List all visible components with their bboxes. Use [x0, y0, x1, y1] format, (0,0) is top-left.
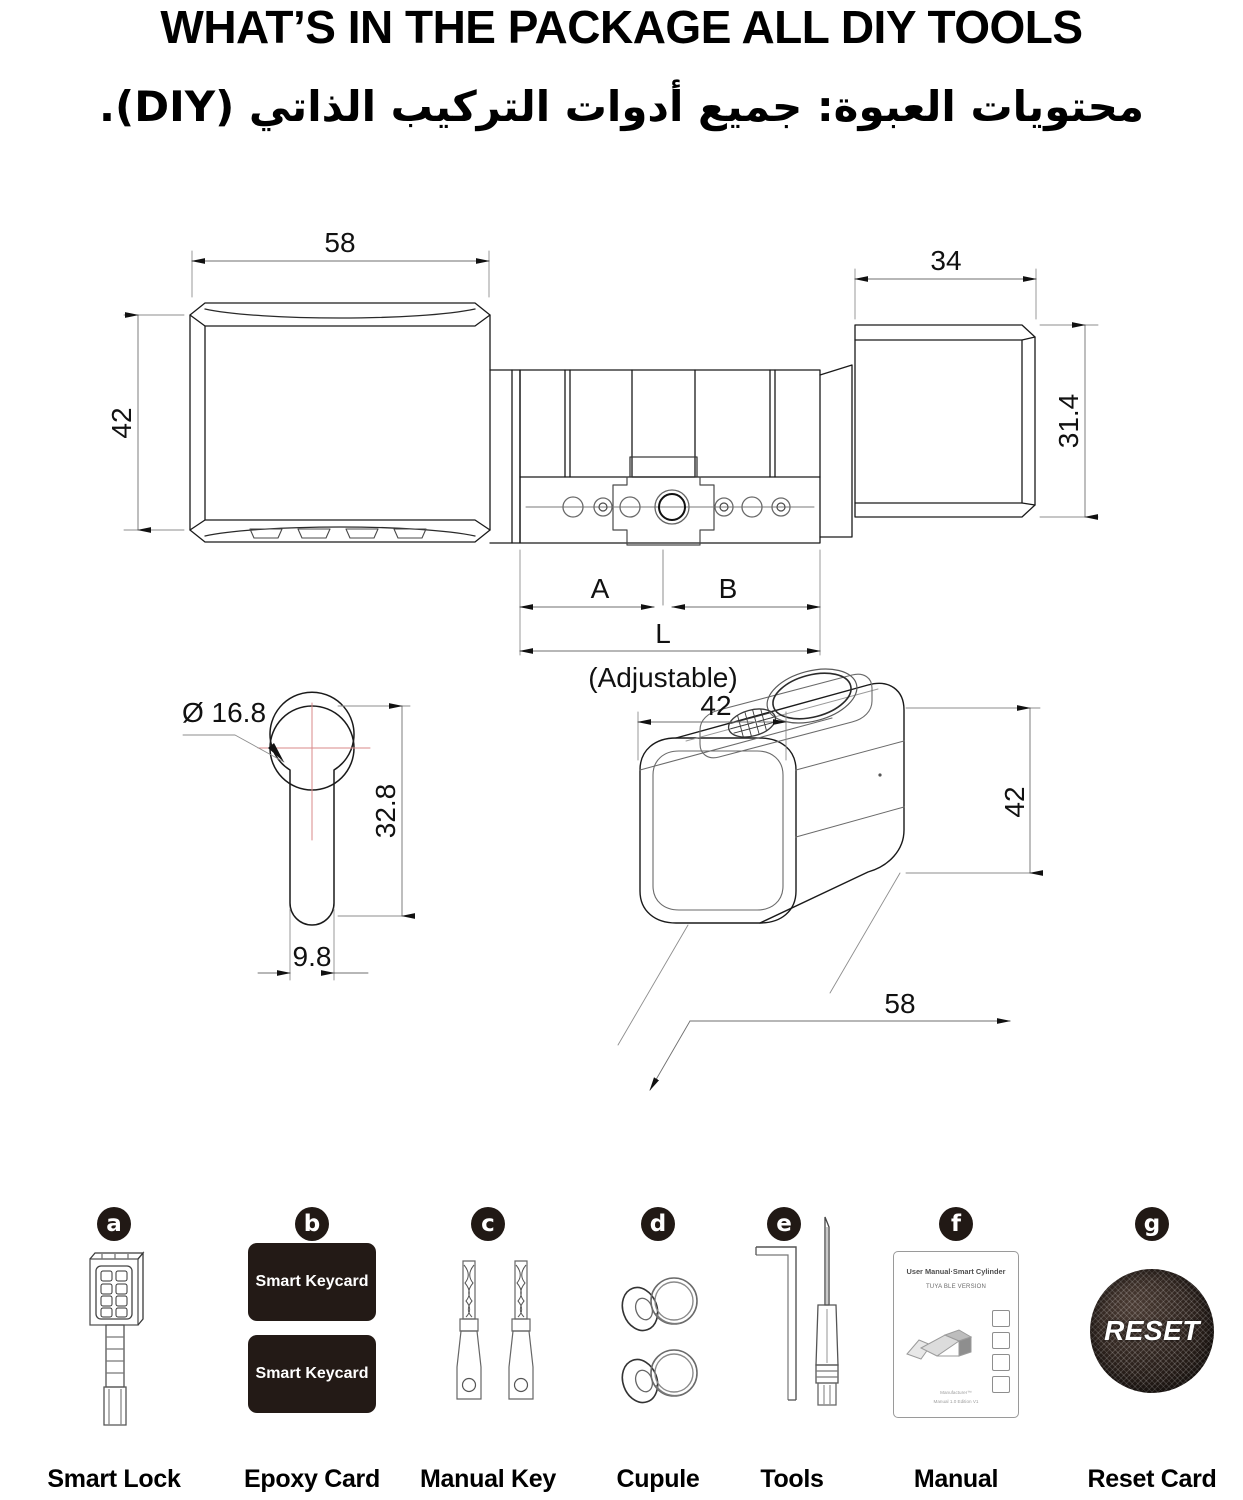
dim-iso-width: 42 [700, 690, 731, 721]
dim-segment-a: A [591, 573, 610, 604]
keycard-2: Smart Keycard [248, 1335, 376, 1413]
package-item-epoxy-card[interactable]: b Smart Keycard Smart Keycard Epoxy Card [224, 1195, 400, 1500]
knob-isometric-view [639, 668, 905, 924]
lock-body-side-view [189, 302, 491, 543]
dim-knob-height: 31.4 [1053, 394, 1084, 449]
item-label-manual: Manual [913, 1465, 999, 1493]
item-label-tools: Tools [760, 1465, 824, 1493]
item-badge-f: f [939, 1207, 973, 1241]
page-title-arabic: محتويات العبوة: جميع أدوات التركيب الذات… [99, 82, 1144, 131]
manual-footer-line2: Manual 1.0 Edition V1 [933, 1399, 979, 1404]
reset-card-disc: RESET [1090, 1269, 1214, 1393]
dim-profile-width: 9.8 [293, 941, 332, 972]
item-badge-a: a [97, 1207, 131, 1241]
item-badge-e: e [767, 1207, 801, 1241]
package-contents-row: a [0, 1195, 1243, 1500]
manual-footer-line1: Manufacturer™ [940, 1390, 972, 1395]
dim-total-length: L [655, 618, 671, 649]
item-label-epoxy-card: Epoxy Card [244, 1465, 380, 1493]
page-header: WHAT’S IN THE PACKAGE ALL DIY TOOLS محتو… [0, 0, 1243, 185]
smart-lock-icon [28, 1247, 200, 1437]
package-item-cupule[interactable]: d Cupule [580, 1195, 736, 1500]
package-item-reset-card[interactable]: g RESET Reset Card [1068, 1195, 1236, 1500]
manual-icon-key [992, 1354, 1010, 1371]
manual-icon-card [992, 1332, 1010, 1349]
keycard-1: Smart Keycard [248, 1243, 376, 1321]
dimension-lines-iso [617, 705, 1043, 1091]
dimension-lines-length [519, 549, 821, 656]
item-badge-d: d [641, 1207, 675, 1241]
manual-title: User Manual·Smart Cylinder [906, 1267, 1006, 1276]
dim-iso-height: 42 [999, 786, 1030, 817]
dimension-lines-top [123, 250, 1099, 533]
epoxy-card-icon: Smart Keycard Smart Keycard [224, 1243, 400, 1433]
item-label-manual-key: Manual Key [420, 1465, 556, 1493]
item-badge-c: c [471, 1207, 505, 1241]
manual-booklet-icon: User Manual·Smart Cylinder TUYA BLE VERS… [878, 1245, 1034, 1435]
technical-drawing-svg: 58 42 34 31.4 A B L (Adjustable) Ø 16.8 … [106, 227, 1099, 1091]
item-badge-g: g [1135, 1207, 1169, 1241]
item-label-reset-card: Reset Card [1087, 1465, 1217, 1493]
page-title-english: WHAT’S IN THE PACKAGE ALL DIY TOOLS [160, 1, 1083, 53]
manual-subtitle: TUYA BLE VERSION [925, 1284, 987, 1290]
reset-card-icon: RESET [1068, 1247, 1236, 1437]
adjustable-note: (Adjustable) [588, 662, 737, 693]
package-item-tools[interactable]: e Tools [722, 1195, 862, 1500]
item-label-smart-lock: Smart Lock [47, 1465, 181, 1493]
euro-cylinder-side-view [489, 364, 853, 546]
dim-profile-diameter: Ø 16.8 [182, 697, 266, 728]
dim-body-height: 42 [106, 407, 137, 438]
technical-drawing-area: 58 42 34 31.4 A B L (Adjustable) Ø 16.8 … [0, 185, 1243, 1185]
dim-knob-width: 34 [930, 245, 961, 276]
dim-segment-b: B [719, 573, 738, 604]
thumb-turn-knob-side-view [854, 324, 1036, 518]
dimension-lines-profile [182, 703, 415, 981]
manual-cover-illustration [906, 1329, 973, 1360]
keyhole-profile-view [257, 691, 371, 926]
reset-card-text: RESET [1104, 1315, 1200, 1346]
item-label-cupule: Cupule [616, 1465, 700, 1493]
manual-key-icon [410, 1247, 566, 1437]
manual-icon-tool [992, 1376, 1010, 1393]
cupule-keyring-icon [580, 1247, 736, 1437]
tools-icon [722, 1205, 862, 1406]
package-item-manual-key[interactable]: c Ma [410, 1195, 566, 1500]
dim-body-width: 58 [324, 227, 355, 258]
manual-booklet: User Manual·Smart Cylinder TUYA BLE VERS… [893, 1251, 1019, 1418]
item-badge-b: b [295, 1207, 329, 1241]
package-item-manual[interactable]: f User Manual·Smart Cylinder TUYA BLE VE… [878, 1195, 1034, 1500]
package-item-smart-lock[interactable]: a [28, 1195, 200, 1500]
dim-iso-depth: 58 [884, 988, 915, 1019]
dim-profile-height: 32.8 [370, 784, 401, 839]
manual-icon-fingerprint [992, 1310, 1010, 1327]
manual-feature-icons [992, 1310, 1010, 1398]
